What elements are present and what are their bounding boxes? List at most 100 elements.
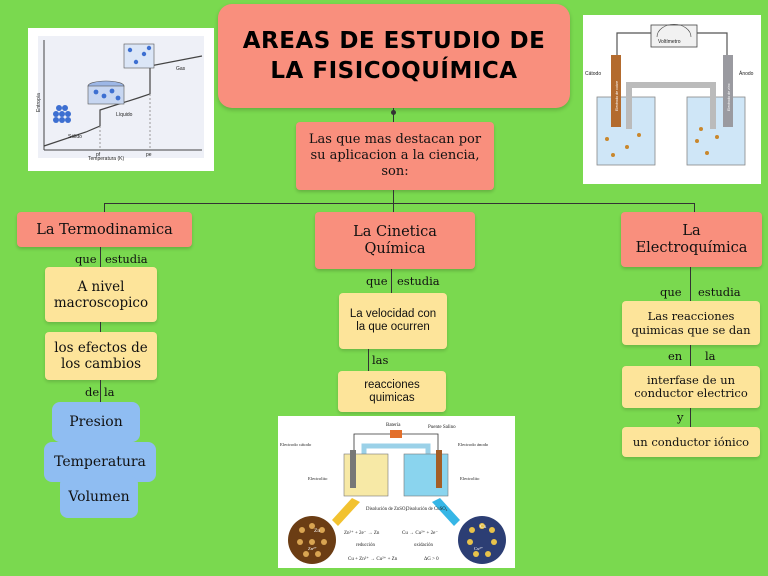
arrow-right-icon	[432, 498, 460, 526]
electro-box-reacciones-text: Las reacciones quimicas que se dan	[631, 309, 751, 337]
state-temperatura-text: Temperatura	[54, 454, 146, 470]
entropy-figure: Entropía Temperatura (K) Sólido Líquido …	[28, 28, 214, 171]
oxidation-label: oxidación	[414, 543, 434, 548]
solution-left-label: Disolución de ZnSO₄	[366, 507, 407, 512]
anode-label: Ánodo	[739, 70, 754, 77]
state-volumen-text: Volumen	[68, 489, 130, 505]
connector-cinetica-2	[368, 349, 369, 371]
metal-left-label: Zn	[314, 528, 320, 534]
entropy-label-gas: Gas	[176, 66, 186, 72]
cathode-label: Cátodo	[585, 71, 601, 77]
electrode-right-label: Electrodo ánodo	[458, 442, 489, 447]
connector-electro-2	[690, 345, 691, 366]
intro-text: Las que mas destacan por su aplicacion a…	[308, 132, 482, 179]
entropy-label-solido: Sólido	[68, 134, 82, 140]
connector-title-intro	[393, 108, 394, 122]
electrode-left-label: Electrodo cátodo	[280, 442, 312, 447]
termo-box-efectos-text: los efectos de los cambios	[54, 340, 148, 372]
connector-dot	[391, 110, 396, 115]
termo-connector-la: la	[104, 385, 115, 399]
branch-cinetica: La Cinetica Química	[315, 212, 475, 269]
termo-box-efectos: los efectos de los cambios	[45, 332, 157, 380]
ion-dots	[605, 127, 719, 157]
electro-box-interfase: interfase de un conductor electrico	[622, 366, 760, 408]
entropy-label-liquido: Líquido	[116, 112, 133, 118]
termo-connector-estudia: estudia	[105, 252, 148, 266]
cinetica-connector-que: que	[366, 274, 388, 288]
ion-right-label: Cu²⁺	[474, 546, 484, 551]
copper-plate	[436, 450, 442, 488]
termo-box-macroscopico-text: A nivel macroscopico	[53, 278, 149, 311]
state-temperatura: Temperatura	[44, 442, 156, 482]
intro-box: Las que mas destacan por su aplicacion a…	[296, 122, 494, 190]
state-presion-text: Presion	[69, 414, 123, 430]
cinetica-box-velocidad-text: La velocidad con la que ocurren	[349, 308, 437, 333]
battery-label: Batería	[386, 423, 401, 428]
connector-to-cinetica	[393, 203, 394, 212]
connector-electro-1	[690, 267, 691, 301]
branch-termodinamica-title: La Termodinamica	[36, 221, 173, 238]
entropy-tick-pe: pe	[146, 152, 152, 158]
gas-cube-icon	[123, 43, 155, 69]
electro-box-conductor: un conductor iónico	[622, 427, 760, 457]
cinetica-connector-las: las	[372, 353, 389, 367]
termo-box-macroscopico: A nivel macroscopico	[45, 267, 157, 322]
solution-right-label: Disolución de CuSO₄	[406, 507, 448, 512]
plate-right-label: Electrodo de zinc	[727, 83, 731, 111]
connector-to-electro	[694, 203, 695, 212]
ion-left-label: Zn²⁺	[308, 546, 317, 551]
plate-left-label: Electrodo de cobre	[615, 81, 619, 111]
electro-box-conductor-text: un conductor iónico	[632, 435, 750, 449]
voltmeter-label: Voltímetro	[658, 39, 681, 45]
connector-electro-3	[690, 408, 691, 427]
cinetica-box-reacciones: reacciones quimicas	[338, 371, 446, 412]
cinetica-box-velocidad: La velocidad con la que ocurren	[339, 293, 447, 349]
zinc-electrode	[723, 55, 733, 127]
title-line-2: LA FISICOQUÍMICA	[270, 58, 518, 84]
branch-electroquimica-title: La Electroquímica	[635, 222, 748, 256]
termo-connector-de: de	[85, 385, 100, 399]
state-presion: Presion	[52, 402, 140, 442]
cinetica-box-reacciones-text: reacciones quimicas	[364, 378, 420, 404]
electro-connector-la: la	[705, 349, 716, 363]
electro-connector-en: en	[668, 349, 683, 363]
delta-g-label: ΔG > 0	[424, 557, 439, 562]
equation-left: Zn²⁺ + 2e⁻ → Zn	[344, 530, 380, 536]
page-title: AREAS DE ESTUDIO DE LA FISICOQUÍMICA	[218, 4, 570, 108]
arrow-left-icon	[332, 498, 360, 526]
electrolyte-left-label: Electrolito	[308, 476, 328, 481]
liquid-beaker-icon	[87, 80, 125, 105]
connector-cinetica-1	[391, 269, 392, 293]
connector-termo-1	[100, 247, 101, 267]
termo-connector-que: que	[75, 252, 97, 266]
electro-box-interfase-text: interfase de un conductor electrico	[634, 373, 748, 400]
state-volumen: Volumen	[60, 476, 138, 518]
branch-electroquimica: La Electroquímica	[621, 212, 762, 267]
voltmeter-icon	[650, 24, 698, 48]
connector-horizontal	[104, 203, 695, 204]
electro-box-reacciones: Las reacciones quimicas que se dan	[622, 301, 760, 345]
equation-right: Cu → Cu²⁺ + 2e⁻	[402, 530, 438, 536]
solid-particles-icon	[53, 105, 71, 123]
connector-termo-2	[100, 322, 101, 332]
battery-icon	[390, 430, 402, 438]
branch-termodinamica: La Termodinamica	[17, 212, 192, 247]
entropy-ylabel: Entropía	[36, 93, 42, 112]
reduction-label: reducción	[356, 543, 376, 548]
connector-termo-3	[100, 380, 101, 402]
electrolyte-right-label: Electrolito	[460, 476, 480, 481]
connector-to-termo	[104, 203, 105, 212]
electro-connector-y: y	[677, 410, 684, 424]
zinc-plate	[350, 450, 356, 488]
entropy-tick-pf: pf	[96, 152, 101, 158]
electro-connector-que: que	[660, 285, 682, 299]
metal-right-label: Cu	[480, 524, 487, 530]
electrochemical-cell-figure: Voltímetro Electrodo de cobre Electrodo …	[583, 15, 761, 184]
bridge-label: Puente Salino	[428, 425, 456, 430]
entropy-xlabel: Temperatura (K)	[88, 156, 124, 162]
connector-intro-down	[393, 190, 394, 203]
branch-cinetica-title: La Cinetica Química	[353, 223, 437, 257]
electro-connector-estudia: estudia	[698, 285, 741, 299]
equation-total: Cu + Zn²⁺ → Cu²⁺ + Zn	[348, 556, 398, 562]
title-line-1: AREAS DE ESTUDIO DE	[242, 28, 546, 54]
